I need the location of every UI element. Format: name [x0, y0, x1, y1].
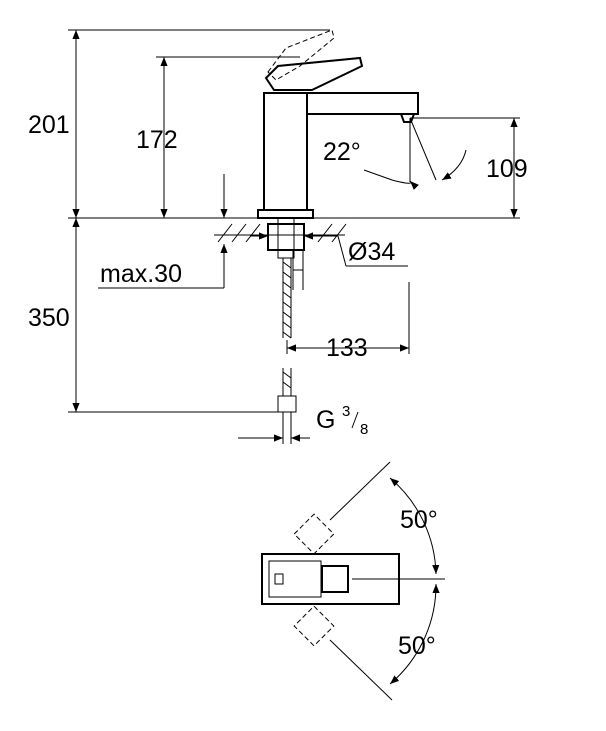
dim-max30-label: max.30: [100, 260, 182, 288]
top-view: 50° 50°: [261, 461, 445, 701]
dim-133-label: 133: [326, 334, 368, 362]
faucet-spout: [307, 92, 419, 115]
faucet-lever-raised: [267, 29, 335, 81]
dim-d34-label: Ø34: [348, 238, 395, 266]
dim-50-bottom-label: 50°: [398, 632, 436, 660]
faucet-base: [257, 209, 314, 219]
faucet-lever: [264, 56, 364, 91]
rotation-arc-bottom: [389, 583, 440, 685]
side-view: 201 172 109 22° max.30 Ø34 350: [28, 29, 528, 444]
dim-109-label: 109: [486, 155, 528, 183]
supply-hose: [282, 258, 292, 338]
rotation-arc-top: [389, 477, 440, 575]
top-lever: [321, 565, 349, 593]
hose-pattern: [282, 261, 292, 339]
dim-201-label: 201: [28, 111, 70, 139]
mounting-nut: [267, 223, 305, 251]
supply-hose-2: [292, 250, 304, 290]
svg-text:3: 3: [342, 403, 350, 420]
dim-22-label: 22°: [323, 138, 361, 166]
mounting-shank: [277, 217, 295, 259]
dim-50-top-label: 50°: [400, 506, 438, 534]
top-spout-end: [274, 573, 284, 585]
dim-172-label: 172: [136, 126, 178, 154]
faucet-body: [263, 92, 308, 211]
dim-22-arc: [391, 179, 419, 190]
rotated-lever-top: [293, 461, 391, 555]
rotated-lever-bottom: [293, 605, 393, 701]
top-body-inner: [268, 560, 322, 598]
svg-text:8: 8: [360, 421, 368, 438]
dim-thread-label: G 3 8: [316, 403, 368, 438]
hose-pattern-lower: [282, 371, 292, 389]
svg-text:G: G: [316, 406, 335, 434]
counter-hatch: [214, 223, 347, 243]
dim-350-label: 350: [28, 304, 70, 332]
